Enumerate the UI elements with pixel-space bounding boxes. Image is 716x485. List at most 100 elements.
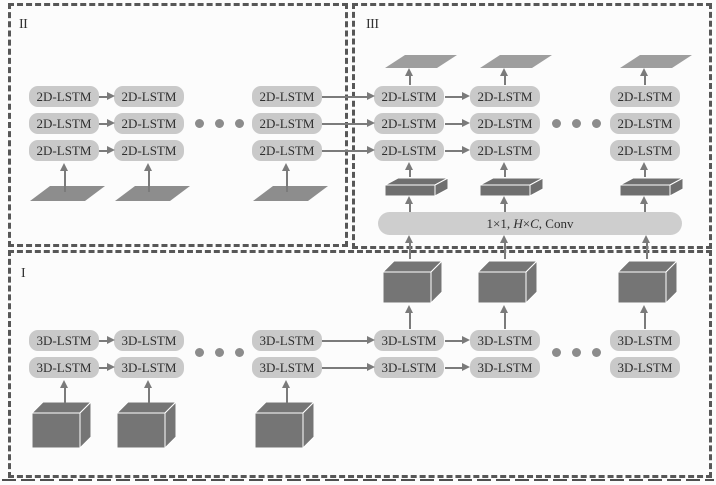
arrow-up-icon (640, 305, 649, 329)
lstm-2d-box: 2D-LSTM (374, 86, 444, 107)
ellipsis-dot (235, 119, 244, 128)
arrow-up-icon (500, 162, 509, 177)
lstm-2d-box: 2D-LSTM (29, 86, 99, 107)
arrow-right-icon (99, 92, 115, 101)
ellipsis-dot (552, 348, 561, 357)
lstm-2d-box: 2D-LSTM (114, 113, 184, 134)
output-cube (618, 261, 677, 303)
lstm-3d-box: 3D-LSTM (114, 330, 184, 351)
lstm-3d-box: 3D-LSTM (252, 330, 322, 351)
lstm-2d-box: 2D-LSTM (252, 113, 322, 134)
lstm-3d-box: 3D-LSTM (29, 330, 99, 351)
conv-label: 1×1, H×C, Conv (486, 215, 574, 231)
ellipsis-dot (215, 119, 224, 128)
arrow-up-icon (144, 380, 153, 403)
section-ii-frame (8, 3, 348, 247)
ellipsis-dot (235, 348, 244, 357)
output-map-plane (480, 55, 552, 68)
lstm-3d-box: 3D-LSTM (470, 357, 540, 378)
ellipsis-dot (592, 348, 601, 357)
arrow-right-icon (322, 119, 375, 128)
lstm-2d-box: 2D-LSTM (114, 86, 184, 107)
arrow-up-icon (60, 163, 69, 192)
lstm-3d-box: 3D-LSTM (252, 357, 322, 378)
lstm-2d-box: 2D-LSTM (470, 86, 540, 107)
feature-map-plane (115, 186, 190, 201)
lstm-3d-box: 3D-LSTM (374, 330, 444, 351)
output-cube (383, 261, 442, 303)
lstm-3d-box: 3D-LSTM (470, 330, 540, 351)
ellipsis-dot (195, 119, 204, 128)
arrow-right-icon (99, 119, 115, 128)
lstm-2d-box: 2D-LSTM (252, 86, 322, 107)
feature-map-plane (30, 186, 105, 201)
arrow-right-icon (99, 363, 115, 372)
ellipsis-dot (552, 119, 561, 128)
arrow-right-icon (322, 146, 375, 155)
arrow-right-icon (322, 336, 375, 345)
input-cube (255, 402, 314, 448)
lstm-3d-box: 3D-LSTM (114, 357, 184, 378)
arrow-up-icon (500, 305, 509, 329)
feature-slab (480, 178, 543, 196)
lstm-2d-box: 2D-LSTM (470, 113, 540, 134)
lstm-2d-box: 2D-LSTM (610, 86, 680, 107)
conv-layer-bar: 1×1, H×C, Conv (378, 212, 682, 235)
arrow-right-icon (445, 92, 470, 101)
arrow-up-icon (500, 235, 509, 259)
arrow-up-icon (405, 235, 414, 259)
arrow-up-icon (144, 163, 153, 192)
arrow-up-icon (60, 380, 69, 403)
arrow-right-icon (322, 363, 375, 372)
lstm-2d-box: 2D-LSTM (374, 140, 444, 161)
ellipsis-dot (195, 348, 204, 357)
arrow-up-icon (405, 162, 414, 177)
lstm-3d-box: 3D-LSTM (610, 357, 680, 378)
lstm-2d-box: 2D-LSTM (29, 140, 99, 161)
arrow-right-icon (445, 119, 470, 128)
arrow-up-icon (405, 196, 414, 212)
ellipsis-dot (592, 119, 601, 128)
arrow-up-icon (640, 196, 649, 212)
arrow-up-icon (640, 162, 649, 177)
ellipsis-dot (215, 348, 224, 357)
arrow-up-icon (405, 305, 414, 329)
arrow-right-icon (445, 336, 470, 345)
lstm-2d-box: 2D-LSTM (252, 140, 322, 161)
feature-map-plane (253, 186, 328, 201)
lstm-2d-box: 2D-LSTM (29, 113, 99, 134)
figure-bottom-rule (2, 479, 714, 481)
section-i-frame (8, 250, 712, 478)
arrow-up-icon (640, 68, 649, 85)
arrow-right-icon (445, 363, 470, 372)
lstm-2d-box: 2D-LSTM (470, 140, 540, 161)
arrow-up-icon (405, 68, 414, 85)
arrow-right-icon (322, 92, 375, 101)
input-cube (32, 402, 91, 448)
feature-slab (385, 178, 448, 196)
ellipsis-dot (572, 119, 581, 128)
arrow-up-icon (642, 235, 651, 259)
lstm-3d-box: 3D-LSTM (29, 357, 99, 378)
output-cube (478, 261, 537, 303)
lstm-2d-box: 2D-LSTM (114, 140, 184, 161)
section-i-label: I (21, 266, 26, 281)
arrow-up-icon (500, 196, 509, 212)
lstm-2d-box: 2D-LSTM (610, 140, 680, 161)
arrow-right-icon (99, 146, 115, 155)
arrow-up-icon (282, 380, 291, 403)
arrow-right-icon (99, 336, 115, 345)
feature-slab (620, 178, 683, 196)
section-iii-frame (352, 3, 712, 249)
output-map-plane (385, 55, 457, 68)
arrow-right-icon (445, 146, 470, 155)
lstm-2d-box: 2D-LSTM (610, 113, 680, 134)
lstm-3d-box: 3D-LSTM (374, 357, 444, 378)
ellipsis-dot (572, 348, 581, 357)
input-cube (117, 402, 176, 448)
lstm-3d-box: 3D-LSTM (610, 330, 680, 351)
lstm-2d-box: 2D-LSTM (374, 113, 444, 134)
section-ii-label: II (19, 17, 28, 32)
output-map-plane (620, 55, 692, 68)
